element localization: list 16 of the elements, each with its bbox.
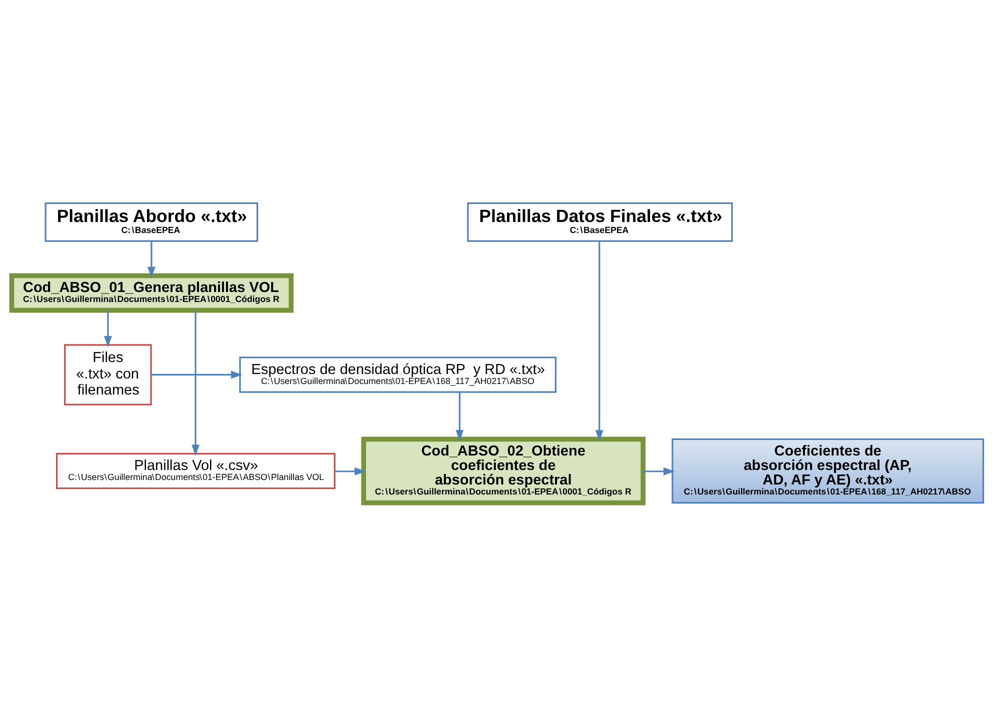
node-box: Planillas Datos Finales «.txt» C:\BaseEPEA: [467, 202, 733, 242]
arrow: [595, 241, 604, 442]
arrow: [334, 467, 366, 476]
node-box: Coeficientes de absorción espectral (AP, AD, AF y AE) «.txt» C:\Users\Guillermina\Documents\01-EPEA\168_117_AH0217\ABSO: [672, 438, 984, 504]
node-box: Planillas Vol «.csv» C:\Users\Guillermina\Documents\01-EPEA\ABSO\Planillas VOL: [56, 452, 336, 490]
node-box: Planillas Abordo «.txt» C:\BaseEPEA: [44, 202, 258, 242]
arrow: [151, 370, 242, 379]
arrow: [456, 392, 464, 442]
arrow: [147, 241, 156, 278]
node-box: Files «.txt» con filenames: [64, 344, 152, 406]
arrow: [643, 467, 675, 476]
node-box: Cod_ABSO_02_Obtiene coeficientes de absorción espectral C:\Users\Guillermina\Documents\01-EPEA\0001_Códigos R: [361, 436, 646, 506]
node-box: Espectros de densidad óptica RP y RD «.txt» C:\Users\Guillermina\Documents\01-EPEA\168_117_AH0217\ABSO: [239, 356, 556, 393]
arrow: [192, 310, 200, 456]
arrow: [104, 310, 112, 348]
node-box: Cod_ABSO_01_Genera planillas VOL C:\Users\Guillermina\Documents\01-EPEA\0001_Códigos R: [9, 273, 294, 313]
